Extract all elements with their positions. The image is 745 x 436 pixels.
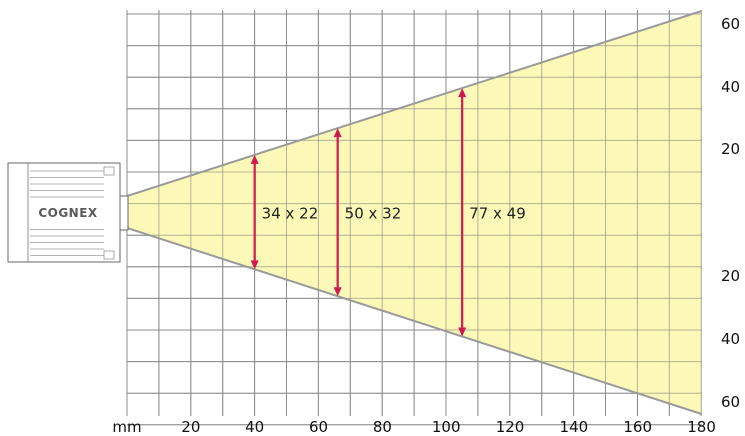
y-tick-label-upper: 60 [721, 15, 740, 33]
x-axis-tick-labels: 20 40 60 80 100 120 140 160 180 [181, 418, 716, 436]
y-axis-tick-labels: 60 40 20 20 40 60 [721, 15, 740, 411]
x-tick-label: 140 [560, 418, 589, 436]
dimension-arrow-head-up [250, 154, 259, 164]
y-tick-label-lower: 40 [721, 330, 740, 348]
y-tick-label-upper: 40 [721, 78, 740, 96]
x-tick-label: 100 [432, 418, 461, 436]
y-tick-label-lower: 20 [721, 267, 740, 285]
camera-fins [30, 170, 104, 256]
dimension-label: 77 x 49 [469, 205, 526, 223]
camera-body: COGNEX [7, 162, 129, 263]
x-tick-label: 160 [623, 418, 652, 436]
camera-brand-label: COGNEX [38, 206, 98, 220]
dimension-arrow-head-down [250, 260, 259, 270]
y-tick-label-upper: 20 [721, 140, 740, 158]
dimension-arrow-head-down [333, 287, 342, 297]
dimension-label: 50 x 32 [345, 205, 402, 223]
x-tick-label: 60 [309, 418, 328, 436]
x-tick-label: 80 [373, 418, 392, 436]
dimension-arrow-head-up [458, 88, 467, 98]
x-tick-label: 120 [496, 418, 525, 436]
dimension-arrows [250, 88, 467, 337]
y-tick-label-lower: 60 [721, 393, 740, 411]
dimension-label: 34 x 22 [262, 205, 319, 223]
x-tick-label: 20 [181, 418, 200, 436]
dimension-labels: 34 x 22 50 x 32 77 x 49 [262, 205, 526, 223]
x-axis-unit-label: mm [112, 418, 141, 436]
dimension-arrow-head-up [333, 128, 342, 138]
grid-overlay [126, 10, 702, 426]
fov-lower-edge [126, 227, 702, 415]
x-tick-label: 40 [245, 418, 264, 436]
fov-upper-edge [126, 10, 702, 197]
x-tick-label: 180 [687, 418, 716, 436]
dimension-arrow-head-down [458, 327, 467, 337]
